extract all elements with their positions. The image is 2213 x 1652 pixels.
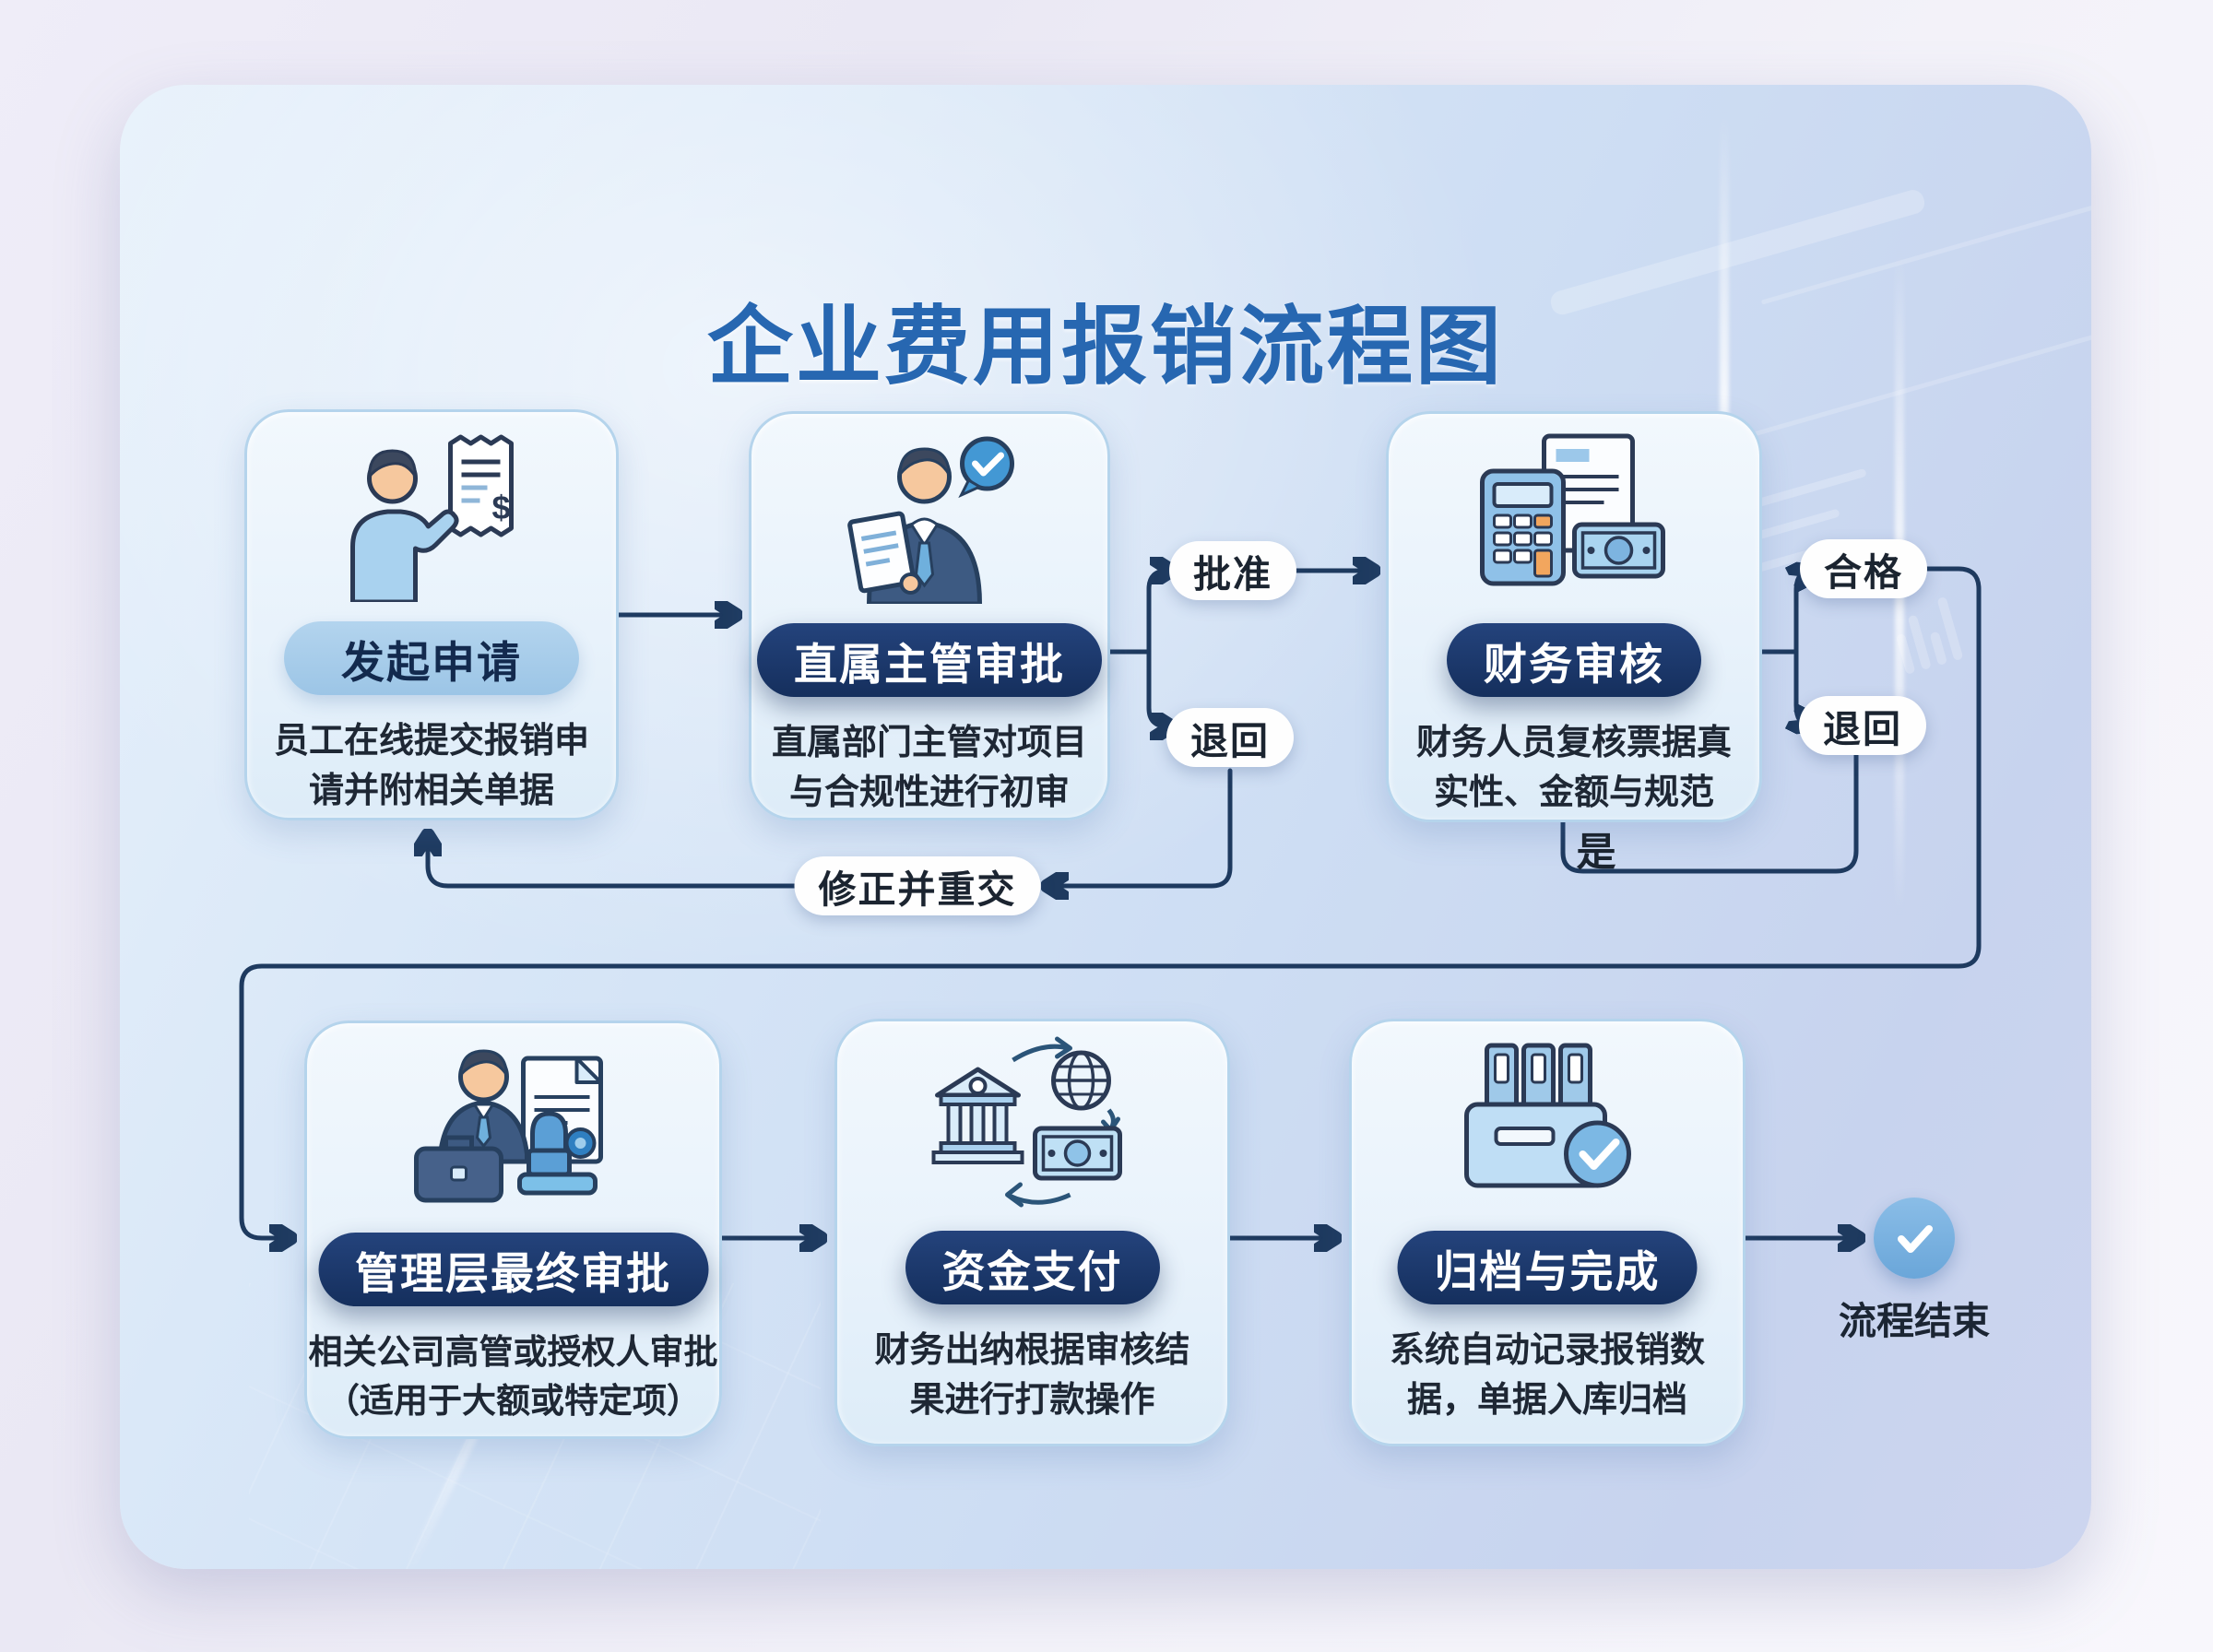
step-title-pill: 管理层最终审批 [318,1233,708,1306]
edge-label-yes: 是 [1576,831,1616,875]
edge-label-qualified: 合格 [1800,539,1927,598]
step-description: 系统自动记录报销数 据，单据入库归档 [1389,1331,1705,1420]
step-title-pill: 发起申请 [284,621,579,695]
card-management: 管理层最终审批 相关公司高管或授权人审批 （适用于大额或特定项） [304,1021,722,1439]
card-supervisor: 直属主管审批 直属部门主管对项目 与合规性进行初审 [749,411,1110,820]
end-check-icon [1874,1198,1955,1279]
step-description: 财务人员复核票据真 实性、金额与规范 [1415,724,1732,812]
step-title-pill: 归档与完成 [1397,1231,1698,1304]
step-description: 直属部门主管对项目 与合规性进行初审 [771,724,1087,812]
edge-return-to-resubmit [1047,768,1233,886]
finance-review-icon [1480,433,1665,586]
edge-label-resubmit: 修正并重交 [794,856,1041,915]
executive-stamp-icon [413,1049,603,1203]
supervisor-approve-icon [847,436,1014,604]
step-title-pill: 财务审核 [1447,623,1701,697]
step-description: 员工在线提交报销申 请并附相关单据 [273,722,589,810]
card-archive: 归档与完成 系统自动记录报销数 据，单据入库归档 [1349,1019,1746,1446]
edge-finance-yes-loop [1560,751,1859,874]
edge-label-finance-return: 退回 [1799,696,1926,755]
card-finance: 财务审核 财务人员复核票据真 实性、金额与规范 [1386,411,1762,822]
bank-payment-icon [931,1036,1122,1208]
edge-qualified-to-management [239,566,1982,1238]
end-label: 流程结束 [1839,1300,1990,1342]
step-title-pill: 直属主管审批 [757,623,1102,697]
svg-text:$: $ [492,489,511,526]
card-payment: 资金支付 财务出纳根据审核结 果进行打款操作 [834,1019,1230,1446]
step-description: 财务出纳根据审核结 果进行打款操作 [874,1331,1190,1420]
archive-complete-icon [1464,1043,1631,1188]
page-title: 企业费用报销流程图 [707,299,1504,395]
applicant-receipt-icon: $ [350,434,514,602]
edge-resubmit-to-start [428,835,805,889]
step-description: 相关公司高管或授权人审批 （适用于大额或特定项） [308,1333,718,1420]
edge-supervisor-to-approve [1146,571,1171,655]
card-start: $ 发起申请 员工在线提交报销申 请并附相关单据 [244,409,619,820]
step-title-pill: 资金支付 [905,1231,1160,1304]
edge-supervisor-to-return [1146,649,1171,726]
edge-label-approve: 批准 [1169,541,1296,600]
edge-label-supervisor-return: 退回 [1166,708,1294,767]
